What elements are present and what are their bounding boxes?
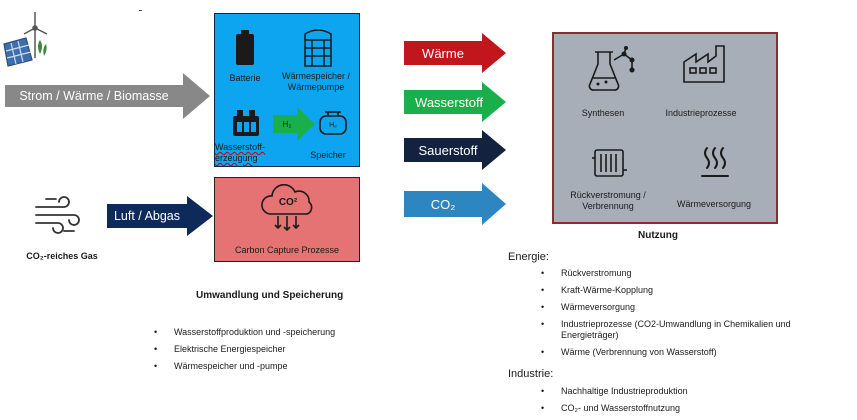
list-item: Wärmespeicher und -pumpe — [154, 361, 414, 372]
small-mark — [139, 10, 142, 11]
energie-list: Rückverstromung Kraft-Wärme-Kopplung Wär… — [541, 268, 841, 364]
input-arrow-luft — [107, 196, 213, 236]
arrow-sauerstoff-label: Sauerstoff — [418, 142, 478, 158]
wasserstofferzeugung-label: Wasserstoff-erzeugung — [215, 142, 277, 164]
hydrogen-tank-icon — [319, 111, 347, 135]
heat-storage-icon — [304, 29, 332, 67]
hydrogen-production-icon — [233, 110, 259, 136]
energie-heading: Energie: — [508, 251, 549, 263]
list-item: Rückverstromung — [541, 268, 841, 279]
list-item: Kraft-Wärme-Kopplung — [541, 285, 841, 296]
chemistry-flask-icon — [588, 46, 635, 91]
waermespeicher-label: Wärmespeicher / Wärmepumpe — [281, 71, 351, 92]
input-arrow-luft-label: Luft / Abgas — [113, 209, 181, 223]
industrie-list: Nachhaltige Industrieproduktion CO₂- und… — [541, 386, 841, 420]
co2-cloud-icon — [261, 184, 313, 232]
carbon-capture-box: CO² Carbon Capture Prozesse — [214, 177, 360, 262]
heat-waves-icon — [701, 147, 729, 177]
list-item: Wärme (Verbrennung von Wasserstoff) — [541, 347, 841, 358]
industrie-heading: Industrie: — [508, 368, 554, 380]
wasserstofferzeugung-text: Wasserstoff-erzeugung — [215, 142, 266, 163]
arrow-sauerstoff — [404, 130, 506, 170]
input-arrow-strom-label: Strom / Wärme / Biomasse — [19, 89, 169, 103]
wind-icon — [35, 196, 80, 234]
factory-icon — [683, 45, 725, 83]
list-item: CO₂- und Wasserstoffnutzung — [541, 403, 841, 414]
conversion-storage-box: Batterie Wärmespeicher / Wärmepumpe Wass… — [214, 13, 360, 167]
arrow-waerme-label: Wärme — [422, 45, 464, 61]
h2-tank-label: H₂ — [329, 122, 337, 129]
waermeversorgung-label: Wärmeversorgung — [676, 199, 752, 209]
co2-gas-label: CO₂-reiches Gas — [26, 251, 98, 261]
solar-wind-icon — [3, 12, 48, 67]
list-item: Nachhaltige Industrieproduktion — [541, 386, 841, 397]
h2-arrow-label: H₂ — [282, 120, 292, 129]
speicher-label: Speicher — [310, 150, 346, 160]
arrow-co2 — [404, 183, 506, 225]
industrieprozesse-label: Industrieprozesse — [665, 108, 737, 118]
rueckverstromung-label: Rückverstromung / Verbrennung — [570, 190, 646, 211]
arrow-wasserstoff-label: Wasserstoff — [415, 94, 483, 110]
battery-icon — [236, 30, 254, 65]
list-item: Wasserstoffproduktion und -speicherung — [154, 327, 414, 338]
synthesen-label: Synthesen — [581, 108, 625, 118]
carbon-capture-label: Carbon Capture Prozesse — [234, 245, 340, 255]
left-section-list: Wasserstoffproduktion und -speicherung E… — [154, 327, 414, 378]
co2-icon-text: CO² — [278, 197, 298, 208]
right-section-title: Nutzung — [638, 230, 678, 241]
arrow-wasserstoff — [404, 82, 506, 122]
left-section-title: Umwandlung und Speicherung — [196, 290, 344, 301]
batterie-label: Batterie — [229, 73, 261, 83]
list-item: Industrieprozesse (CO2-Umwandlung in Che… — [541, 319, 841, 341]
list-item: Wärmeversorgung — [541, 302, 841, 313]
h2-flow-arrow — [273, 107, 315, 141]
radiator-icon — [592, 149, 627, 177]
arrow-waerme — [404, 33, 506, 73]
arrow-co2-label: CO₂ — [430, 196, 456, 212]
usage-box: Synthesen Industrieprozesse Rückverstrom… — [552, 32, 778, 224]
input-arrow-strom — [5, 73, 210, 119]
list-item: Elektrische Energiespeicher — [154, 344, 414, 355]
